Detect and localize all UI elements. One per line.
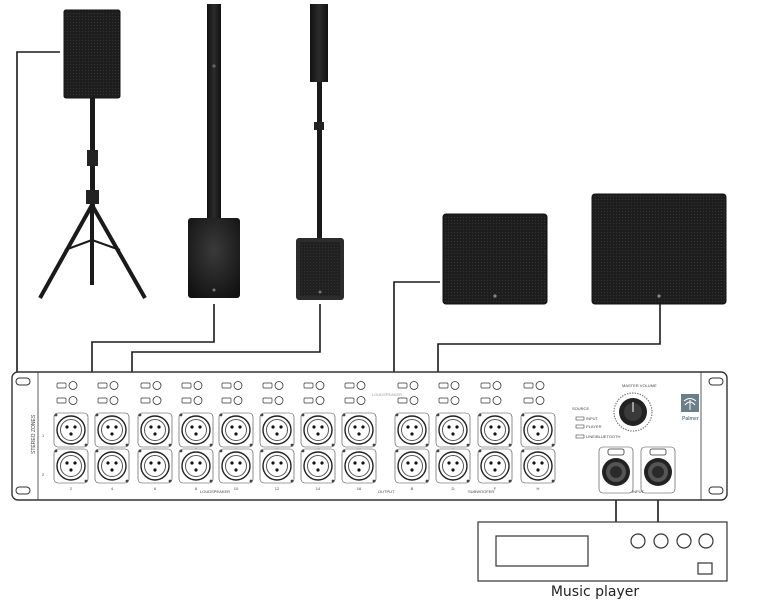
player-button	[653, 533, 669, 549]
connector-number: 12	[275, 486, 280, 491]
selector-switch[interactable]	[303, 396, 325, 405]
selector-switch[interactable]	[480, 396, 502, 405]
music-player-caption: Music player	[550, 584, 640, 600]
selector-switch[interactable]	[303, 381, 325, 390]
selector-switch[interactable]	[397, 396, 419, 405]
source-option: INPUT	[586, 416, 599, 421]
selector-switch[interactable]	[344, 381, 366, 390]
xlr-connector[interactable]	[218, 448, 254, 484]
selector-switch[interactable]	[56, 396, 78, 405]
xlr-connector[interactable]	[477, 448, 513, 484]
selector-switch[interactable]	[97, 381, 119, 390]
input-xlr-connector[interactable]	[640, 446, 676, 494]
connector-number: 8	[195, 486, 198, 491]
selector-switch[interactable]	[221, 381, 243, 390]
selector-switch[interactable]	[262, 396, 284, 405]
xlr-connector[interactable]	[178, 448, 214, 484]
player-display	[495, 535, 589, 567]
connector-number: F	[494, 486, 497, 491]
rack-unit: STEREO ZONES 1 2 12345678910111213141516…	[11, 371, 728, 501]
selector-switch[interactable]	[480, 381, 502, 390]
connector-number: 6	[154, 486, 157, 491]
loudspeaker-bottom-label: LOUDSPEAKER	[200, 489, 230, 494]
master-volume-label: MASTER VOLUME	[622, 383, 657, 388]
connector-number: 14	[316, 486, 321, 491]
connector-number: D	[452, 486, 455, 491]
source-title: SOURCE	[572, 406, 589, 411]
column-speaker-tall	[188, 4, 240, 298]
connector-number: B	[411, 486, 414, 491]
xlr-connector[interactable]	[435, 412, 471, 448]
xlr-connector[interactable]	[178, 412, 214, 448]
selector-switch[interactable]	[56, 381, 78, 390]
xlr-connector[interactable]	[94, 448, 130, 484]
selector-switch[interactable]	[181, 381, 203, 390]
selector-switch[interactable]	[97, 396, 119, 405]
selector-switch[interactable]	[397, 381, 419, 390]
column-speaker-small	[296, 4, 344, 300]
subwoofer-medium	[442, 213, 548, 305]
selector-switch[interactable]	[262, 381, 284, 390]
brand-label: Palmer	[682, 416, 699, 422]
loudspeaker-label: LOUDSPEAKER	[372, 392, 402, 397]
selector-switch[interactable]	[344, 396, 366, 405]
player-button	[698, 533, 714, 549]
selector-switch[interactable]	[438, 381, 460, 390]
xlr-connector[interactable]	[53, 448, 89, 484]
selector-switch[interactable]	[140, 396, 162, 405]
connector-number: 2	[70, 486, 73, 491]
xlr-connector[interactable]	[477, 412, 513, 448]
xlr-connector[interactable]	[300, 412, 336, 448]
xlr-connector[interactable]	[137, 412, 173, 448]
xlr-connector[interactable]	[259, 448, 295, 484]
connector-number: 10	[234, 486, 239, 491]
input-label: INPUT	[632, 489, 645, 494]
source-selector: SOURCE INPUT PLAYER LINE/BLUETOOTH	[572, 406, 620, 439]
source-option: PLAYER	[586, 424, 602, 429]
xlr-connector[interactable]	[341, 448, 377, 484]
xlr-connector[interactable]	[259, 412, 295, 448]
connector-number: H	[537, 486, 540, 491]
stereo-zones-label: STEREO ZONES	[31, 414, 37, 454]
xlr-connector[interactable]	[394, 412, 430, 448]
selector-switch[interactable]	[438, 396, 460, 405]
xlr-connector[interactable]	[520, 448, 556, 484]
player-slot	[697, 562, 713, 575]
master-volume-knob: MASTER VOLUME	[613, 383, 657, 432]
subwoofer-large	[591, 193, 727, 305]
xlr-connector[interactable]	[218, 412, 254, 448]
subwoofer-label: SUBWOOFER	[468, 489, 494, 494]
xlr-connector[interactable]	[520, 412, 556, 448]
player-button	[630, 533, 646, 549]
xlr-connector[interactable]	[53, 412, 89, 448]
xlr-connector[interactable]	[341, 412, 377, 448]
output-label: OUTPUT	[378, 489, 395, 494]
connector-number: 4	[111, 486, 114, 491]
xlr-connector[interactable]	[300, 448, 336, 484]
source-option: LINE/BLUETOOTH	[586, 434, 620, 439]
selector-switch[interactable]	[140, 381, 162, 390]
selector-switch[interactable]	[181, 396, 203, 405]
selector-switch[interactable]	[221, 396, 243, 405]
cable-tripod	[16, 51, 60, 426]
xlr-connector[interactable]	[94, 412, 130, 448]
source-led	[575, 434, 585, 439]
tripod-speaker	[38, 9, 147, 299]
connector-number: 16	[357, 486, 362, 491]
palmer-logo: Palmer	[681, 394, 699, 422]
xlr-connector[interactable]	[394, 448, 430, 484]
player-button	[676, 533, 692, 549]
zone-label-bottom: 2	[42, 472, 45, 477]
xlr-connector[interactable]	[435, 448, 471, 484]
selector-switch[interactable]	[523, 381, 545, 390]
source-led	[575, 424, 585, 429]
music-player	[477, 521, 728, 582]
selector-switch[interactable]	[523, 396, 545, 405]
zone-label-top: 1	[42, 433, 45, 438]
xlr-connector[interactable]	[137, 448, 173, 484]
input-xlr-connector[interactable]	[598, 446, 634, 494]
source-led	[575, 416, 585, 421]
xlr-connector-grid: 12345678910111213141516ABCDEFGH	[53, 381, 676, 494]
